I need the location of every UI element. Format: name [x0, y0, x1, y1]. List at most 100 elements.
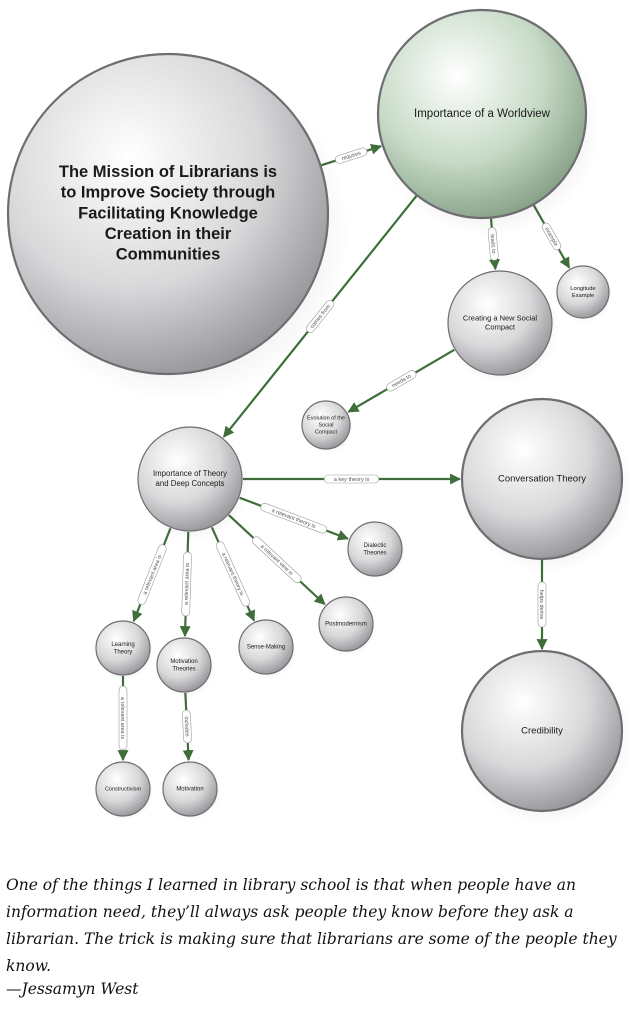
- node-label-line: Social: [319, 422, 334, 428]
- edge-label-pill: [541, 222, 562, 251]
- node-worldview[interactable]: Importance of a Worldview: [375, 8, 601, 237]
- node-constructivism[interactable]: Constructivism: [95, 761, 154, 821]
- edge-theory-to-motivation_theories: a relevant area is: [179, 531, 192, 638]
- node-circle: [156, 637, 212, 693]
- edge-label-text: a relevant theory is: [271, 508, 317, 530]
- edge-label-text: leads to: [489, 234, 497, 254]
- node-label-line: Facilitating Knowledge: [78, 204, 258, 222]
- node-label-line: Creation in their: [105, 225, 232, 243]
- node-circle: [318, 596, 374, 652]
- node-circle: [95, 761, 151, 817]
- edge-label-text: a key theory is: [334, 477, 370, 483]
- node-credibility[interactable]: Credibility: [460, 649, 630, 826]
- node-label-line: Learning: [111, 642, 134, 648]
- node-label-line: and Deep Concepts: [156, 479, 225, 488]
- edge-theory-to-learning: a relevant area is: [132, 527, 172, 623]
- node-label-line: The Mission of Librarians is: [59, 163, 277, 181]
- edge-label: a relevant theory is: [215, 541, 251, 607]
- node-label-line: Compact: [315, 429, 337, 435]
- edge-label-pill: [137, 544, 167, 605]
- edge-label: includes: [182, 709, 192, 744]
- node-label-line: Constructivism: [105, 786, 141, 792]
- node-label-line: Motivation: [176, 787, 203, 793]
- node-label-line: Importance of Theory: [153, 469, 227, 478]
- edge-label-pill: [215, 541, 251, 607]
- edge-label-text: a relevant area is: [184, 563, 191, 606]
- edge-conversation-to-credibility: helps derive: [536, 560, 548, 651]
- edge-label: a key theory is: [323, 474, 380, 484]
- node-label-line: Theories: [363, 550, 386, 556]
- node-circle: [376, 8, 588, 220]
- node-circle: [137, 426, 243, 532]
- node-label-line: Theories: [172, 666, 195, 672]
- node-label-line: Conversation Theory: [498, 474, 586, 485]
- node-label-line: Creating a New Social: [463, 313, 538, 322]
- edge-label-text: a relevant theory is: [220, 552, 245, 597]
- node-label-line: Theory: [114, 649, 133, 655]
- node-circle: [95, 620, 151, 676]
- edge-label: a relevant view is: [252, 536, 302, 583]
- edge-label: a relevant area is: [181, 551, 192, 617]
- edge-label-pill: [118, 685, 128, 751]
- node-circle: [347, 521, 403, 577]
- node-postmodernism[interactable]: Postmodernism: [318, 596, 377, 656]
- edge-new_social-to-evolution: needs to: [347, 348, 455, 413]
- node-label-line: Example: [572, 293, 595, 299]
- node-circle: [460, 397, 624, 561]
- edge-theory-to-dialectic: a relevant theory is: [239, 496, 349, 541]
- node-label-line: Credibility: [521, 726, 563, 737]
- edge-label: needs to: [386, 370, 417, 392]
- edge-label: a relevant area is: [118, 685, 128, 751]
- node-label-line: Dialectic: [364, 543, 387, 549]
- edge-label-pill: [537, 581, 547, 628]
- node-label-line: Postmodernism: [325, 622, 367, 628]
- node-label-line: Communities: [116, 246, 221, 264]
- edge-label: requires: [335, 147, 368, 164]
- node-circle: [301, 400, 351, 450]
- edge-label-text: a relevant area is: [119, 697, 125, 739]
- node-mission[interactable]: The Mission of Librarians is to Improve S…: [4, 52, 351, 403]
- edge-learning-to-constructivism: a relevant area is: [117, 676, 129, 762]
- node-motivation[interactable]: Motivation: [162, 761, 221, 821]
- quote-text: One of the things I learned in library s…: [6, 876, 617, 975]
- node-label-line: Longitude: [570, 286, 595, 292]
- node-label-line: Evolution of the: [307, 416, 345, 422]
- edge-label: example: [541, 222, 562, 251]
- node-circle: [6, 52, 330, 376]
- node-circle: [556, 265, 610, 319]
- nodes-layer: The Mission of Librarians is to Improve S…: [4, 8, 630, 826]
- node-circle: [162, 761, 218, 817]
- edge-label-pill: [182, 709, 192, 744]
- edge-label: a relevant theory is: [260, 502, 328, 534]
- node-label-line: Compact: [485, 323, 516, 332]
- node-label-line: Motivation: [170, 659, 197, 665]
- edge-theory-to-sense_making: a relevant theory is: [210, 526, 256, 622]
- node-label-line: to Improve Society through: [61, 184, 276, 202]
- node-conversation[interactable]: Conversation Theory: [460, 397, 630, 574]
- node-circle: [460, 649, 624, 813]
- edge-label-text: includes: [183, 716, 190, 737]
- edge-label: a relevant area is: [137, 544, 167, 605]
- edge-label-pill: [252, 536, 302, 583]
- node-circle: [238, 619, 294, 675]
- node-circle: [447, 270, 553, 376]
- edge-label-text: helps derive: [538, 590, 544, 620]
- node-sense-making[interactable]: Sense-Making: [238, 619, 297, 679]
- node-label-line: Importance of a Worldview: [414, 108, 551, 120]
- edge-label-text: a relevant area is: [142, 554, 163, 596]
- node-label-line: Sense-Making: [247, 645, 285, 651]
- quote-author: —Jessamyn West: [6, 980, 139, 998]
- edge-motivation_theories-to-motivation: includes: [182, 692, 194, 762]
- edge-label-text: a relevant view is: [259, 544, 294, 577]
- edge-label-text: requires: [341, 150, 362, 162]
- edge-label-pill: [260, 502, 328, 534]
- edge-label-pill: [181, 551, 192, 617]
